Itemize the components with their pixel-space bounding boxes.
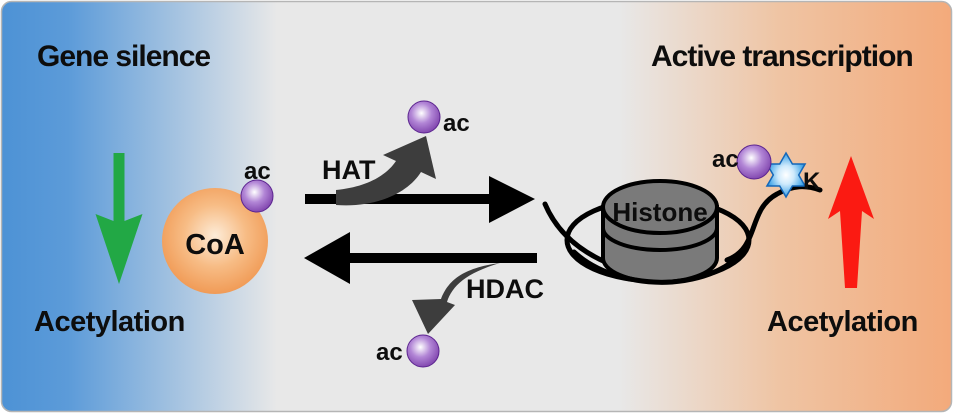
acetyl-label-hdac: ac [376, 339, 403, 366]
acetylation-left-label: Acetylation [34, 306, 185, 338]
hdac-curved-arrow-icon [412, 263, 500, 334]
histone-disk-seam [601, 227, 719, 252]
acetyl-ball-coa [240, 179, 274, 213]
acetylation-right-label: Acetylation [767, 306, 918, 338]
down-arrow-icon [95, 153, 143, 284]
hat-curved-arrow-icon [336, 136, 436, 206]
histone-top [601, 179, 719, 235]
dna-right-tail [724, 184, 823, 263]
acetyl-ball-hat [407, 100, 441, 134]
hat-label: HAT [322, 155, 376, 185]
acetyl-label-histone: ac [712, 146, 739, 173]
acetyl-ball-histone [736, 144, 772, 180]
coa-label: CoA [185, 229, 245, 261]
acetyl-label-coa: ac [244, 158, 271, 185]
histone-label: Histone [612, 197, 707, 227]
acetyl-ball-hdac [406, 334, 440, 368]
acetyl-label-hat: ac [443, 110, 470, 137]
dna-front-strand [571, 240, 750, 285]
up-arrow-icon [828, 156, 874, 288]
hdac-label: HDAC [466, 274, 544, 304]
active-transcription-title: Active transcription [651, 40, 913, 73]
reverse-reaction-arrow [304, 232, 537, 284]
gene-silence-title: Gene silence [37, 40, 210, 73]
histone-cylinder: Histone [601, 179, 719, 284]
coa-molecule [162, 188, 268, 294]
forward-reaction-arrow [305, 176, 535, 223]
lysine-label: K [803, 168, 821, 195]
